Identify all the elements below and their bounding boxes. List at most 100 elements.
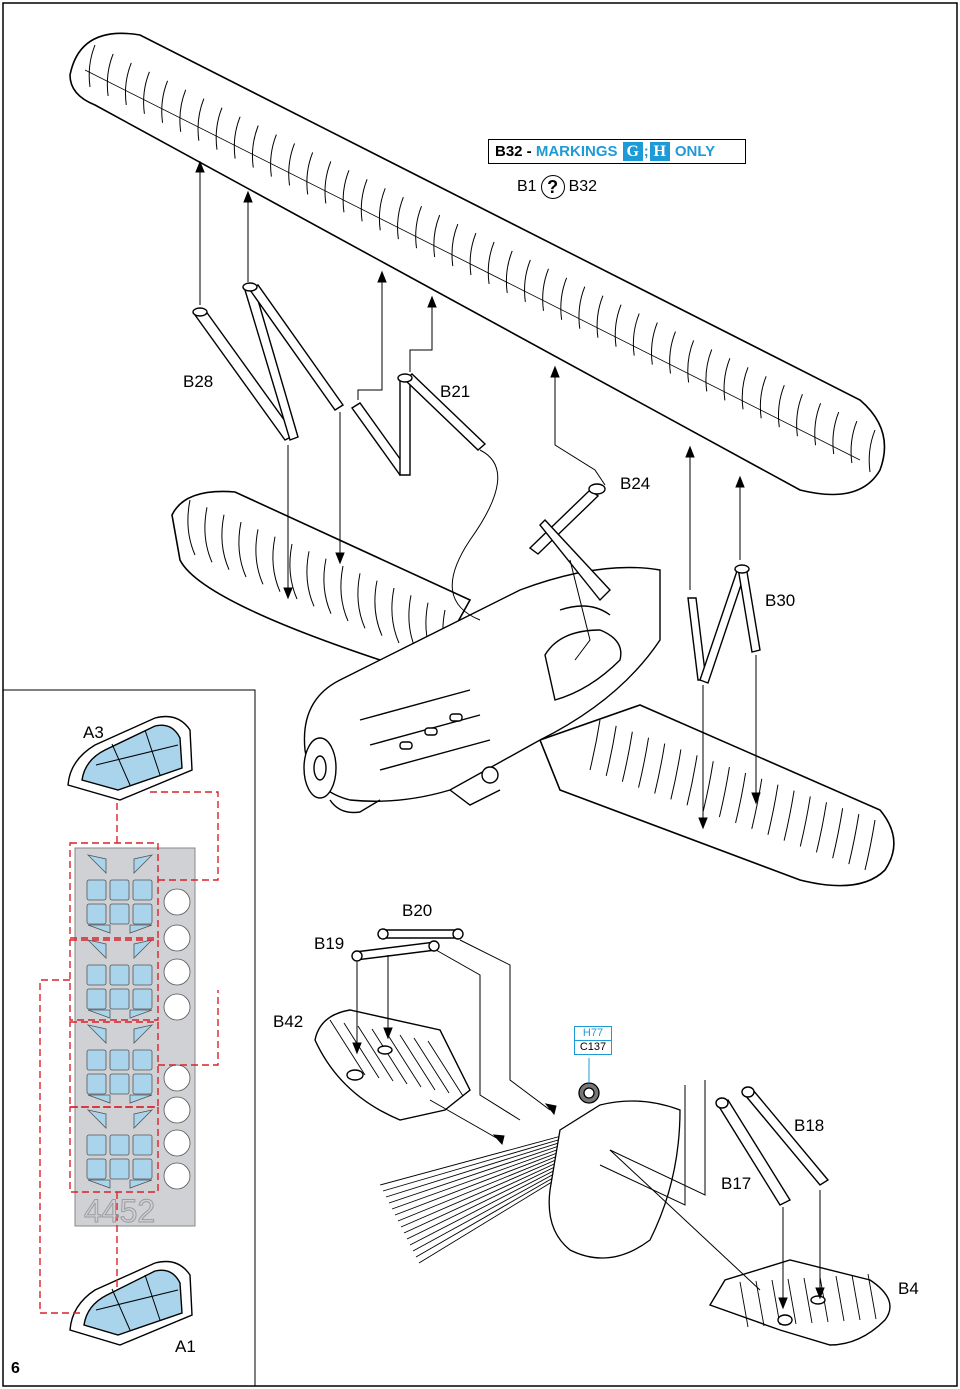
wing-rib xyxy=(605,725,617,776)
fabric-line xyxy=(409,1164,566,1246)
mask-circle xyxy=(163,1096,191,1124)
mask-cell xyxy=(133,939,154,959)
mask-circle xyxy=(163,958,191,986)
wing-rib xyxy=(560,277,568,320)
wing-rib xyxy=(378,188,386,231)
note-separator: ; xyxy=(643,143,649,160)
mask-cell xyxy=(109,988,130,1010)
fabric-line xyxy=(382,1137,566,1192)
wing-rib xyxy=(215,107,223,150)
wing-rib xyxy=(796,394,803,437)
mask-cell xyxy=(87,1094,111,1104)
wing-rib xyxy=(323,558,332,614)
wing-rib xyxy=(759,376,767,419)
mask-cell xyxy=(86,903,107,925)
label-b20: B20 xyxy=(402,901,432,920)
mask-cell xyxy=(129,1179,153,1189)
mask-cell xyxy=(132,1158,153,1180)
note-text: MARKINGS xyxy=(535,143,618,160)
wing-rib xyxy=(705,349,713,392)
wing-rib xyxy=(815,802,827,853)
question-circle-icon: ? xyxy=(540,175,565,199)
mask-cell xyxy=(132,1073,153,1095)
wing-rib xyxy=(614,304,622,347)
marking-badge-g: G xyxy=(622,142,643,161)
mask-cell xyxy=(86,1134,107,1156)
wing-rib xyxy=(487,241,495,285)
wing-rib xyxy=(596,295,604,338)
mask-cell xyxy=(86,1158,107,1180)
wing-rib xyxy=(391,587,400,644)
wing-rib xyxy=(751,778,763,829)
mask-cell xyxy=(132,903,153,925)
mask-cell xyxy=(132,879,153,901)
wing-rib xyxy=(324,161,332,204)
wing-rib xyxy=(741,367,749,410)
mask-cell xyxy=(109,1049,130,1071)
wing-rib xyxy=(723,358,731,401)
wing-rib xyxy=(179,89,187,132)
wing-rib xyxy=(669,331,676,374)
wing-rib xyxy=(799,796,811,847)
wing-rib xyxy=(589,719,601,771)
tail-fuselage xyxy=(370,1082,681,1264)
mask-cell xyxy=(87,924,111,934)
label-b19: B19 xyxy=(314,934,344,953)
wing-rib xyxy=(143,71,150,114)
stab-rib xyxy=(413,1037,450,1094)
page-number: 6 xyxy=(11,1360,20,1377)
mask-cell xyxy=(86,854,107,874)
mask-cell xyxy=(129,924,153,934)
mask-circle xyxy=(163,1162,191,1190)
mask-cell xyxy=(86,879,107,901)
mask-cell xyxy=(132,1134,153,1156)
wing-rib xyxy=(397,197,404,240)
wing-rib xyxy=(88,44,96,88)
label-b4: B4 xyxy=(898,1279,919,1298)
fabric-line xyxy=(385,1140,566,1198)
marking-badge-h: H xyxy=(649,142,670,161)
wing-rib xyxy=(340,565,349,622)
strut-b17-b18 xyxy=(715,1086,830,1206)
mask-leaders xyxy=(39,791,219,1314)
wing-rib xyxy=(306,551,315,607)
canopy-a1 xyxy=(69,1260,193,1346)
fabric-line xyxy=(403,1158,566,1234)
strut-b21 xyxy=(350,373,487,476)
mask-cell xyxy=(133,1109,154,1129)
stabilizer-left xyxy=(314,1009,471,1121)
stab-rib xyxy=(329,1019,366,1076)
mask-cell xyxy=(133,854,154,874)
fabric-line xyxy=(379,1134,566,1186)
label-b24: B24 xyxy=(620,474,650,493)
wing-rib xyxy=(814,402,822,446)
wing-rib xyxy=(777,385,785,428)
wing-rib xyxy=(272,536,281,592)
wing-rib xyxy=(868,429,876,473)
upper-wing xyxy=(69,32,886,496)
wing-rib xyxy=(767,784,779,835)
fabric-line xyxy=(418,1173,566,1264)
mask-cell xyxy=(129,1094,153,1104)
wing-rib xyxy=(374,580,383,636)
mask-cell xyxy=(109,1073,130,1095)
mask-cell xyxy=(132,1049,153,1071)
wing-rib xyxy=(255,529,264,585)
stab-rib xyxy=(755,1280,765,1327)
wing-rib xyxy=(735,772,747,824)
mask-circle xyxy=(163,993,191,1021)
stab-rib xyxy=(787,1278,797,1325)
wing-rib xyxy=(621,731,633,782)
mask-cell xyxy=(109,903,130,925)
wing-rib xyxy=(542,268,549,311)
fabric-line xyxy=(391,1146,566,1210)
mask-cell xyxy=(109,879,130,901)
wing-rib xyxy=(832,411,840,455)
mask-cell xyxy=(132,988,153,1010)
wing-rib xyxy=(505,250,513,293)
mask-cell xyxy=(109,1134,130,1156)
strut-b24 xyxy=(528,483,611,602)
note-suffix: ONLY xyxy=(674,143,716,160)
wing-rib xyxy=(270,134,277,177)
